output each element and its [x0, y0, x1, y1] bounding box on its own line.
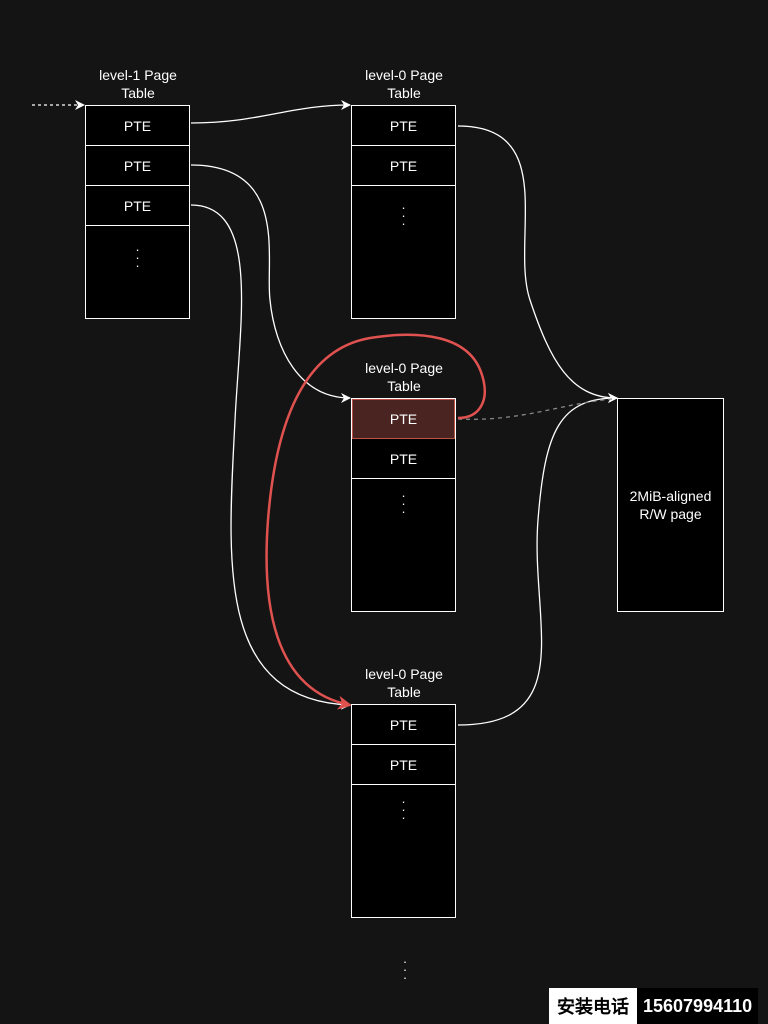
- l1-pte-0: PTE: [86, 106, 189, 146]
- l0-top-pte-to-page-arrow: [457, 125, 618, 403]
- l0-bot-ellipsis: ···: [401, 794, 406, 825]
- l0-mid-page-table: PTE PTE ···: [351, 398, 456, 612]
- highlight-remap-arrow: [265, 333, 486, 710]
- more-tables-ellipsis: ···: [402, 954, 408, 985]
- l1-ellipsis: ···: [135, 242, 140, 273]
- l0-bot-pte-1: PTE: [352, 745, 455, 785]
- contact-label: 安装电话: [549, 988, 637, 1024]
- l0-mid-table-title: level-0 Page Table: [365, 360, 443, 394]
- l0-bot-table-title: level-0 Page Table: [365, 666, 443, 700]
- l1-pte0-arrow: [190, 100, 351, 124]
- l0-mid-pte-1: PTE: [352, 439, 455, 479]
- rw-page-label: 2MiB-aligned R/W page: [629, 488, 712, 522]
- l0-top-pte-1: PTE: [352, 146, 455, 186]
- contact-number: 15607994110: [637, 988, 759, 1024]
- l0-mid-ellipsis: ···: [401, 488, 406, 519]
- l1-pte-1: PTE: [86, 146, 189, 186]
- l1-pte2-arrow: [190, 204, 351, 710]
- l0-mid-pte-to-page-dashed: [457, 398, 613, 420]
- l1-table-title: level-1 Page Table: [99, 67, 177, 101]
- l0-top-table-title: level-0 Page Table: [365, 67, 443, 101]
- l0-top-pte-0: PTE: [352, 106, 455, 146]
- rw-page-box: 2MiB-aligned R/W page: [617, 398, 724, 612]
- l0-bot-pte-0: PTE: [352, 705, 455, 745]
- l1-pte1-arrow: [190, 164, 351, 403]
- l0-top-page-table: PTE PTE ···: [351, 105, 456, 319]
- l1-pte-2: PTE: [86, 186, 189, 226]
- l0-bot-pte-to-page-arrow: [457, 393, 618, 726]
- l0-mid-pte-0-highlighted: PTE: [352, 399, 455, 439]
- l0-top-ellipsis: ···: [401, 200, 406, 231]
- l0-bot-page-table: PTE PTE ···: [351, 704, 456, 918]
- contact-banner: 安装电话 15607994110: [549, 988, 768, 1024]
- l1-page-table: PTE PTE PTE ···: [85, 105, 190, 319]
